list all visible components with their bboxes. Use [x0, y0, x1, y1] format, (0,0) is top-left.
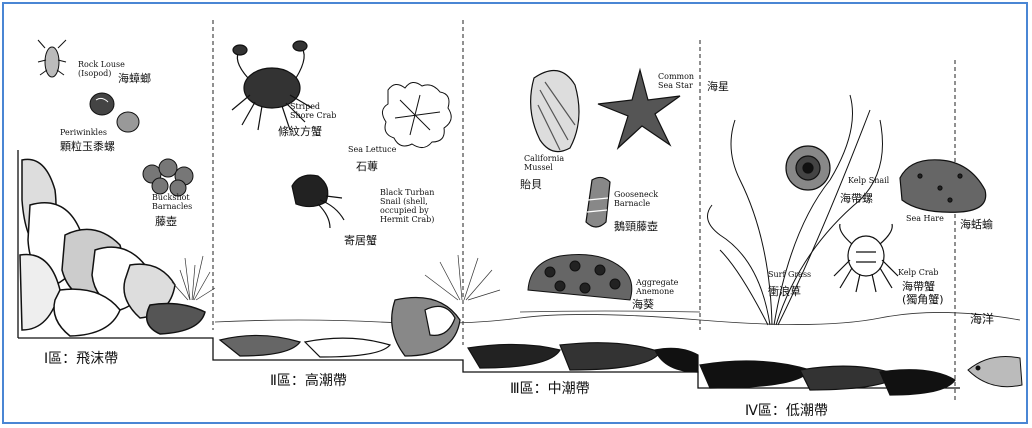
surf-grass-label: Surf Grass	[768, 270, 811, 279]
periwinkles-label: Periwinkles	[60, 128, 107, 137]
isopod-icon	[38, 40, 66, 77]
sea-hare-zh-label: 海蛞蝓	[960, 216, 993, 232]
mussel-zh-label: 貽貝	[520, 176, 542, 192]
anemone-icon	[528, 255, 632, 301]
sea-hare-icon	[900, 160, 986, 212]
gooseneck-barnacle-icon	[586, 177, 610, 227]
barnacle-icon	[143, 159, 193, 196]
water-line	[215, 311, 1020, 325]
rock-louse-zh-label: 海蟑螂	[118, 70, 151, 86]
california-mussel-label: California Mussel	[524, 154, 564, 172]
gooseneck-barnacle-zh-label: 鵝頸藤壺	[614, 218, 658, 234]
hermit-crab-zh-label: 寄居蟹	[344, 232, 377, 248]
black-turban-snail-label: Black Turban Snail (shell, occupied by H…	[380, 188, 434, 224]
buckshot-barnacles-zh-label: 藤壺	[155, 213, 177, 229]
sea-star-zh-label: 海星	[707, 78, 729, 94]
kelp-snail-icon	[786, 146, 830, 190]
zone-1-label: Ⅰ區：飛沫帶	[44, 348, 118, 368]
sea-hare-label: Sea Hare	[906, 214, 944, 223]
hermit-crab-icon	[292, 175, 344, 228]
high-tide-rocks	[220, 298, 460, 358]
buckshot-barnacles-label: Buckshot Barnacles	[152, 193, 192, 211]
spray-icon	[172, 256, 215, 300]
kelp-crab-zh-label: 海帶蟹 (獨角蟹)	[902, 280, 944, 306]
shore-crab-label: Striped Shore Crab	[290, 102, 336, 120]
periwinkle-icon	[90, 93, 139, 132]
shore-crab-zh-label: 條紋方蟹	[278, 123, 322, 139]
zone-4-label: Ⅳ區：低潮帶	[745, 400, 828, 420]
kelp-crab-icon	[834, 224, 898, 292]
sea-lettuce-label: Sea Lettuce	[348, 145, 396, 154]
periwinkles-zh-label: 顆粒玉黍螺	[60, 138, 115, 154]
zone-2-label: Ⅱ區：高潮帶	[270, 370, 347, 390]
aggregate-anemone-label: Aggregate Anemone	[636, 278, 678, 296]
kelp-snail-label: Kelp Snail	[848, 176, 889, 185]
low-tide-rocks	[700, 361, 955, 395]
common-sea-star-label: Common Sea Star	[658, 72, 694, 90]
surf-grass-zh-label: 衝浪草	[768, 283, 801, 299]
sea-label: 海洋	[970, 310, 994, 327]
fish-icon	[968, 357, 1022, 387]
kelp-snail-zh-label: 海帶螺	[840, 190, 873, 206]
anemone-zh-label: 海葵	[632, 296, 654, 312]
mid-tide-rocks	[468, 343, 698, 372]
sea-lettuce-icon	[382, 82, 451, 147]
gooseneck-barnacle-label: Gooseneck Barnacle	[614, 190, 658, 208]
zone-3-label: Ⅲ區：中潮帶	[510, 378, 590, 398]
sea-lettuce-zh-label: 石蓴	[356, 158, 378, 174]
kelp-crab-label: Kelp Crab	[898, 268, 939, 277]
mussel-icon	[531, 70, 579, 151]
